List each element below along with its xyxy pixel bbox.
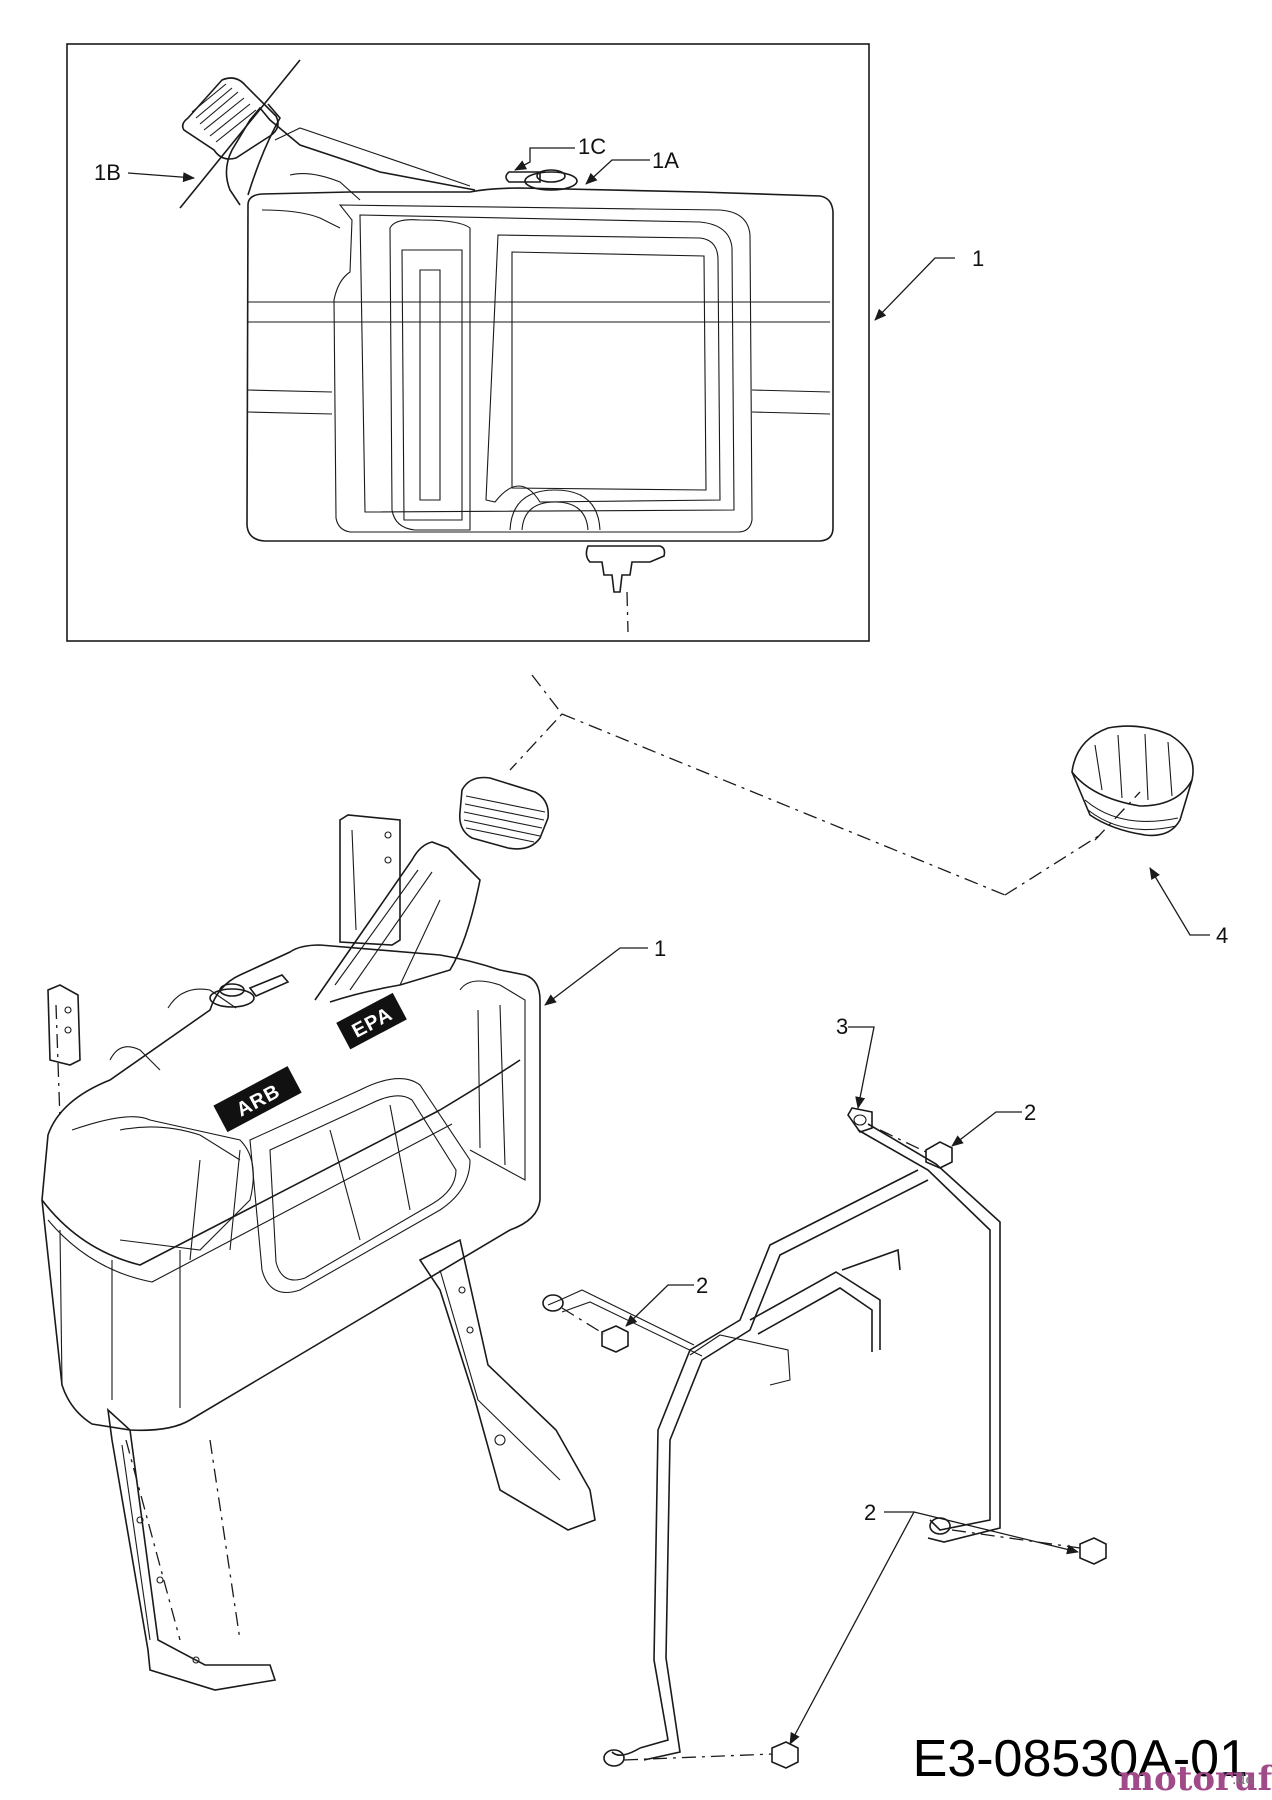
watermark-logo: motoruf [1118, 1759, 1272, 1799]
watermark-domain: .de [1232, 1772, 1254, 1788]
callout-4-cap: 4 [1216, 923, 1228, 948]
tank-epa-marking: EPA [336, 992, 407, 1050]
detail-seal-ring [179, 59, 301, 209]
tank-support-bracket [542, 1107, 1001, 1767]
fuel-cap [1071, 725, 1194, 837]
tank-mount-bracket-left [47, 984, 81, 1121]
drawing-number: E3-08530A-01 [913, 1730, 1248, 1788]
callout-1-detail: 1 [972, 246, 984, 271]
tank-mount-leg-rear [418, 1238, 596, 1531]
callout-1A: 1A [652, 148, 679, 173]
detail-vent-grommet [524, 171, 578, 191]
detail-vent-valve [505, 171, 541, 183]
tank-mount-plate-upper [339, 814, 401, 946]
callout-3-bracket: 3 [836, 1014, 848, 1039]
detail-filler-neck [181, 77, 279, 160]
callout-2-upper: 2 [1024, 1100, 1036, 1125]
screw-middle [561, 1307, 629, 1353]
screw-lower-right [951, 1529, 1107, 1565]
callout-2-lower: 2 [864, 1500, 876, 1525]
callout-2-middle: 2 [696, 1273, 708, 1298]
callout-1C: 1C [578, 134, 606, 159]
screw-lower-left [623, 1741, 799, 1769]
callout-1-tank: 1 [654, 936, 666, 961]
tank-vent-grommet [209, 988, 255, 1008]
detail-fuel-tank [179, 59, 834, 633]
callout-1B: 1B [94, 160, 121, 185]
tank-vent-valve [248, 974, 290, 997]
screw-upper [879, 1129, 953, 1169]
detail-view-frame [66, 43, 870, 642]
tank-mount-leg-front [106, 1407, 277, 1691]
tank-filler-mouth [458, 776, 550, 850]
